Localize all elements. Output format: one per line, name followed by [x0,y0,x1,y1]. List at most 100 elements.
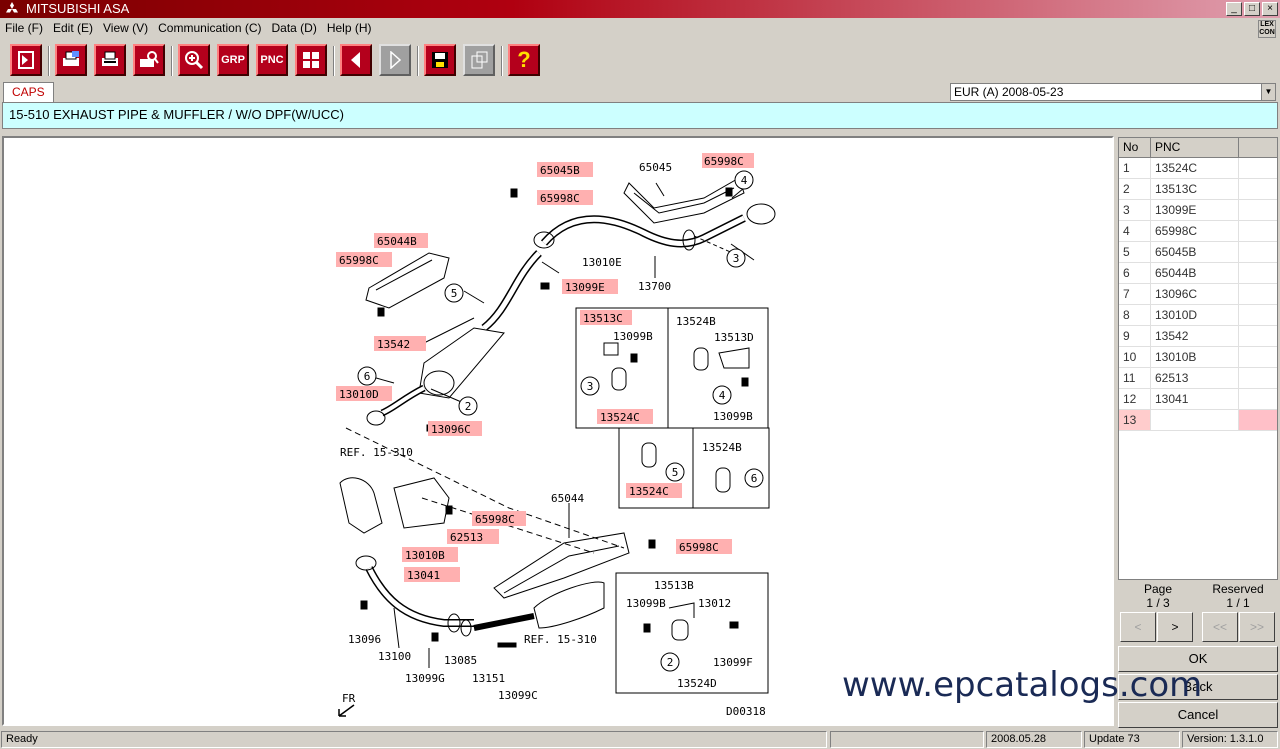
catalog-select[interactable]: EUR (A) 2008-05-23 ▼ [950,83,1276,101]
callout-4a[interactable] [734,170,754,190]
cancel-button[interactable]: Cancel [1118,702,1278,728]
row-no: 11 [1119,368,1151,388]
col-extra [1239,138,1277,157]
next-arrow-icon[interactable] [379,44,411,76]
svg-text:5: 5 [672,466,679,479]
table-row[interactable]: 13 [1119,410,1277,431]
menu-communication[interactable]: Communication (C) [158,21,262,35]
row-extra [1239,347,1277,367]
row-no: 12 [1119,389,1151,409]
zoom-in-icon[interactable] [178,44,210,76]
row-no: 6 [1119,263,1151,283]
back-button[interactable]: Back [1118,674,1278,700]
status-update: Update 73 [1084,731,1180,748]
parts-diagram[interactable]: 65045B 65998C 65045 65998C 65044B 65998C… [2,136,1114,726]
label-65044: 65044 [551,492,584,505]
page-label: Page [1143,582,1173,596]
label-13096: 13096 [348,633,381,646]
status-bar: Ready 2008.05.28 Update 73 Version: 1.3.… [0,730,1280,749]
group-title: 15-510 EXHAUST PIPE & MUFFLER / W/O DPF(… [2,102,1278,129]
close-button[interactable]: × [1262,2,1278,16]
label-13099F: 13099F [713,656,753,669]
row-no: 9 [1119,326,1151,346]
ok-button[interactable]: OK [1118,646,1278,672]
callout-3b[interactable] [580,376,600,396]
maximize-button[interactable]: □ [1244,2,1260,16]
print-search-icon[interactable] [133,44,165,76]
previous-arrow-icon[interactable] [340,44,372,76]
prev-page-button[interactable]: < [1120,612,1156,642]
last-reserved-button[interactable]: >> [1239,612,1275,642]
row-no: 4 [1119,221,1151,241]
row-extra [1239,263,1277,283]
label-65998C-e: 65998C [679,541,719,554]
first-reserved-button[interactable]: << [1202,612,1238,642]
toolbar: GRP PNC ? [0,38,1280,80]
label-13041: 13041 [407,569,440,582]
exit-icon[interactable] [10,44,42,76]
menu-file[interactable]: File (F) [5,21,43,35]
row-no: 13 [1119,410,1151,430]
label-13099B-a: 13099B [613,330,653,343]
label-13099B-b: 13099B [713,410,753,423]
callout-2b[interactable] [660,652,680,672]
row-no: 8 [1119,305,1151,325]
reserved-value: 1 / 1 [1226,596,1250,610]
menu-data[interactable]: Data (D) [271,21,317,35]
col-no[interactable]: No [1119,138,1151,157]
menu-help[interactable]: Help (H) [326,21,372,35]
svg-text:3: 3 [587,380,594,393]
print-preview-icon[interactable] [55,44,87,76]
label-13099C: 13099C [498,689,538,702]
save-icon[interactable] [424,44,456,76]
row-pnc: 65045B [1151,242,1239,262]
export-icon[interactable] [463,44,495,76]
printer-icon[interactable] [94,44,126,76]
chevron-down-icon[interactable]: ▼ [1261,84,1275,100]
pnc-button[interactable]: PNC [256,44,288,76]
label-13524B-b: 13524B [702,441,742,454]
row-no: 10 [1119,347,1151,367]
row-extra [1239,305,1277,325]
callout-6b[interactable] [744,468,764,488]
callout-6a[interactable] [357,366,377,386]
row-no: 7 [1119,284,1151,304]
row-no: 5 [1119,242,1151,262]
label-13099E: 13099E [565,281,605,294]
menu-edit[interactable]: Edit (E) [53,21,94,35]
next-page-button[interactable]: > [1157,612,1193,642]
grp-button[interactable]: GRP [217,44,249,76]
row-extra [1239,158,1277,178]
minimize-button[interactable]: _ [1226,2,1242,16]
callout-2a[interactable] [458,396,478,416]
label-13010D: 13010D [339,388,379,401]
label-13099G: 13099G [405,672,445,685]
callout-5a[interactable] [444,283,464,303]
svg-text:6: 6 [364,370,371,383]
callout-5b[interactable] [665,462,685,482]
callout-3a[interactable] [726,248,746,268]
row-pnc: 13099E [1151,200,1239,220]
grid-view-icon[interactable] [295,44,327,76]
callout-4b[interactable] [712,385,732,405]
col-pnc[interactable]: PNC [1151,138,1239,157]
row-pnc: 13096C [1151,284,1239,304]
menu-view[interactable]: View (V) [103,21,149,35]
help-icon[interactable]: ? [508,44,540,76]
label-13542: 13542 [377,338,410,351]
tab-caps[interactable]: CAPS [3,82,54,102]
row-pnc: 13524C [1151,158,1239,178]
